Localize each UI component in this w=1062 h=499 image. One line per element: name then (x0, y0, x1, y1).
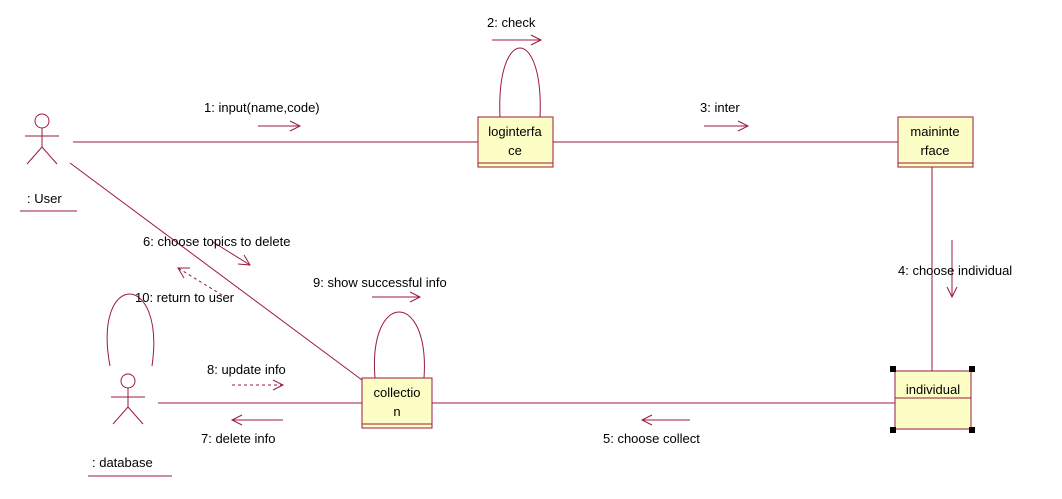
message-arrow-8 (232, 379, 285, 391)
message-label-9: 9: show successful info (313, 275, 447, 290)
message-arrow-9 (372, 291, 422, 303)
message-label-3: 3: inter (700, 100, 740, 115)
message-labels: 1: input(name,code) 2: check 3: inter 4:… (135, 15, 1012, 446)
object-loginterface[interactable]: loginterfa ce (477, 116, 554, 168)
message-label-10: 10: return to user (135, 290, 235, 305)
message-arrow-2 (492, 34, 543, 46)
message-arrow-10 (177, 267, 223, 296)
actor-database-label: : database (92, 455, 153, 470)
stick-figure-icon (25, 113, 59, 165)
message-label-1: 1: input(name,code) (204, 100, 320, 115)
self-loop-collection (373, 311, 425, 379)
message-arrow-7 (230, 414, 283, 426)
actor-user[interactable]: : User (20, 113, 77, 212)
message-arrow-5 (640, 414, 690, 426)
message-label-7: 7: delete info (201, 431, 275, 446)
self-loop-database (106, 293, 155, 367)
message-arrow-1 (258, 120, 302, 132)
link-user-collection (69, 162, 363, 381)
object-collection[interactable]: collectio n (361, 377, 433, 429)
object-loginterface-label-2: ce (508, 143, 522, 158)
message-label-6: 6: choose topics to delete (143, 234, 290, 249)
resize-handle-bottom-left[interactable] (890, 427, 896, 433)
object-maininterface-label-1: maininte (910, 124, 959, 139)
links (69, 47, 933, 404)
self-loop-loginterface (499, 47, 541, 118)
object-maininterface[interactable]: maininte rface (897, 116, 974, 168)
selection-handles[interactable] (890, 366, 975, 433)
message-arrow-3 (704, 120, 750, 132)
resize-handle-top-right[interactable] (969, 366, 975, 372)
message-arrow-6 (212, 241, 251, 266)
object-maininterface-label-2: rface (921, 143, 950, 158)
object-individual-label: individual (906, 382, 960, 397)
message-arrow-4 (946, 240, 958, 299)
stick-figure-icon (111, 373, 145, 425)
message-label-2: 2: check (487, 15, 536, 30)
object-collection-label-1: collectio (374, 385, 421, 400)
message-label-4: 4: choose individual (898, 263, 1012, 278)
resize-handle-bottom-right[interactable] (969, 427, 975, 433)
message-label-5: 5: choose collect (603, 431, 700, 446)
object-individual[interactable]: individual (890, 366, 975, 433)
object-collection-label-2: n (393, 404, 400, 419)
object-loginterface-label-1: loginterfa (488, 124, 542, 139)
actor-user-label: : User (27, 191, 62, 206)
message-label-8: 8: update info (207, 362, 286, 377)
resize-handle-top-left[interactable] (890, 366, 896, 372)
message-arrows (177, 34, 958, 426)
actor-database[interactable]: : database (88, 373, 172, 477)
